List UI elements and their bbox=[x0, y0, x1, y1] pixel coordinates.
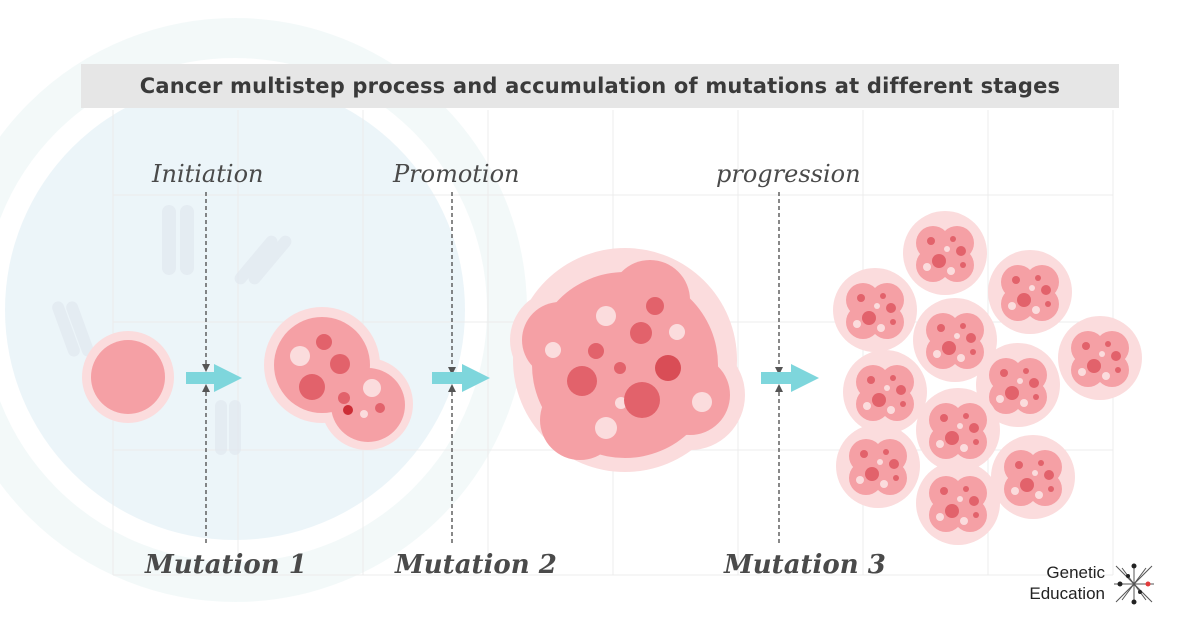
logo-line-1: Genetic bbox=[1046, 563, 1105, 582]
spreading-cells bbox=[833, 211, 1142, 545]
right-arrow-icon bbox=[432, 364, 490, 392]
mutation-label-2: Mutation 2 bbox=[395, 550, 557, 580]
background-ring bbox=[0, 18, 527, 602]
stage-label-progression: progression bbox=[716, 160, 861, 188]
dna-network-icon bbox=[1114, 563, 1154, 605]
dashed-guides bbox=[205, 192, 780, 545]
genetic-education-logo: Genetic Education bbox=[1010, 562, 1185, 608]
mutation-label-3: Mutation 3 bbox=[724, 550, 886, 580]
chromosome-shapes bbox=[52, 205, 292, 455]
logo-text: Genetic Education bbox=[1029, 562, 1105, 604]
stage-label-initiation: Initiation bbox=[152, 160, 264, 188]
right-arrow-icon bbox=[186, 364, 242, 392]
logo-line-2: Education bbox=[1029, 584, 1105, 603]
mutation-label-1: Mutation 1 bbox=[145, 550, 307, 580]
dividing-cell bbox=[264, 307, 413, 450]
diagram-title: Cancer multistep process and accumulatio… bbox=[81, 64, 1119, 108]
right-arrow-icon bbox=[761, 364, 819, 392]
tumor-cluster bbox=[510, 248, 745, 472]
stage-label-promotion: Promotion bbox=[393, 160, 520, 188]
normal-cell bbox=[82, 331, 174, 423]
guide-arrowheads bbox=[202, 364, 783, 392]
